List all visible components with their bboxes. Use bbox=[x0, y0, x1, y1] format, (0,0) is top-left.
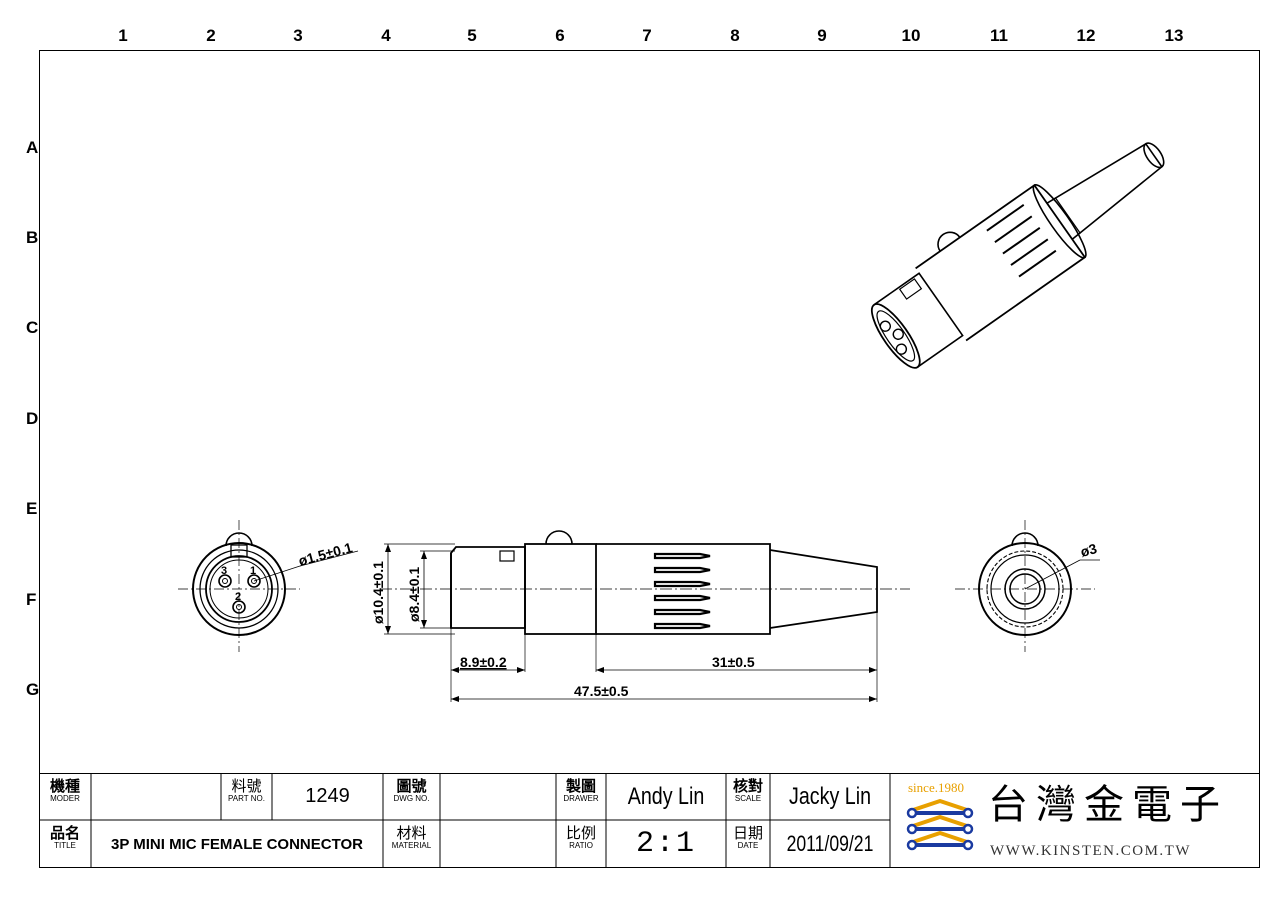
dwg-no-label: 圖號 DWG NO. bbox=[393, 778, 430, 803]
side-view bbox=[380, 530, 910, 702]
date-label: 日期 DATE bbox=[732, 825, 763, 850]
date-value: 2011/09/21 bbox=[786, 831, 874, 856]
col-13: 13 bbox=[1164, 26, 1184, 45]
row-g: G bbox=[26, 680, 40, 699]
col-3: 3 bbox=[293, 26, 303, 45]
pin-label-2: 2 bbox=[235, 591, 241, 603]
pin-1 bbox=[247, 574, 261, 588]
part-no-label: 料號 PART NO. bbox=[228, 778, 265, 803]
row-c: C bbox=[26, 318, 39, 337]
col-5: 5 bbox=[467, 26, 477, 45]
col-4: 4 bbox=[381, 26, 391, 45]
drawer-label: 製圖 DRAWER bbox=[563, 778, 599, 803]
drawer-value: Andy Lin bbox=[627, 782, 705, 810]
row-a: A bbox=[26, 138, 39, 157]
pin-label-3: 3 bbox=[221, 565, 227, 577]
part-no-value: 1249 bbox=[305, 785, 350, 807]
col-9: 9 bbox=[817, 26, 827, 45]
ratio-value: 2:1 bbox=[635, 827, 696, 861]
col-10: 10 bbox=[901, 26, 921, 45]
col-2: 2 bbox=[206, 26, 216, 45]
model-value bbox=[91, 773, 221, 820]
checker-value: Jacky Lin bbox=[788, 782, 872, 810]
isometric-view bbox=[870, 142, 1165, 369]
material-label: 材料 MATERIAL bbox=[391, 825, 432, 850]
col-6: 6 bbox=[555, 26, 565, 45]
pin-3 bbox=[218, 574, 232, 588]
title-label: 品名 TITLE bbox=[49, 825, 80, 850]
col-11: 11 bbox=[990, 26, 1008, 45]
material-value bbox=[440, 820, 556, 868]
drawing-frame bbox=[39, 50, 1260, 868]
dim-cable-hole: ø3 bbox=[1079, 540, 1099, 560]
dim-body-length: 31±0.5 bbox=[712, 654, 755, 670]
row-f: F bbox=[26, 590, 37, 609]
company-url: WWW.KINSTEN.COM.TW bbox=[990, 843, 1192, 859]
row-b: B bbox=[26, 228, 39, 247]
rear-view bbox=[955, 520, 1100, 652]
row-e: E bbox=[26, 499, 38, 518]
kinsten-logo-icon bbox=[906, 799, 974, 851]
dwg-no-value bbox=[440, 773, 556, 820]
title-value: 3P MINI MIC FEMALE CONNECTOR bbox=[111, 835, 363, 853]
row-d: D bbox=[26, 409, 39, 428]
dim-outer-diameter: ø10.4±0.1 bbox=[370, 561, 386, 624]
company-logo-area: since.1980 台灣金電子 WWW.KINSTEN.COM.TW bbox=[890, 773, 1260, 868]
model-label: 機種 MODER bbox=[49, 778, 80, 803]
dim-inner-diameter: ø8.4±0.1 bbox=[406, 567, 422, 622]
company-name: 台灣金電子 bbox=[988, 782, 1228, 828]
pin-2 bbox=[232, 600, 246, 614]
scale-label: 核對 SCALE bbox=[732, 778, 763, 803]
pin-label-1: 1 bbox=[250, 565, 256, 577]
col-12: 12 bbox=[1076, 26, 1096, 45]
ratio-label: 比例 RATIO bbox=[565, 825, 596, 850]
since-badge: since.1980 bbox=[908, 780, 964, 795]
col-8: 8 bbox=[730, 26, 740, 45]
dim-front-length: 8.9±0.2 bbox=[460, 654, 507, 670]
col-1: 1 bbox=[118, 26, 128, 45]
title-block bbox=[39, 773, 1260, 868]
dim-total-length: 47.5±0.5 bbox=[574, 683, 629, 699]
front-view bbox=[178, 520, 359, 652]
col-7: 7 bbox=[642, 26, 652, 45]
